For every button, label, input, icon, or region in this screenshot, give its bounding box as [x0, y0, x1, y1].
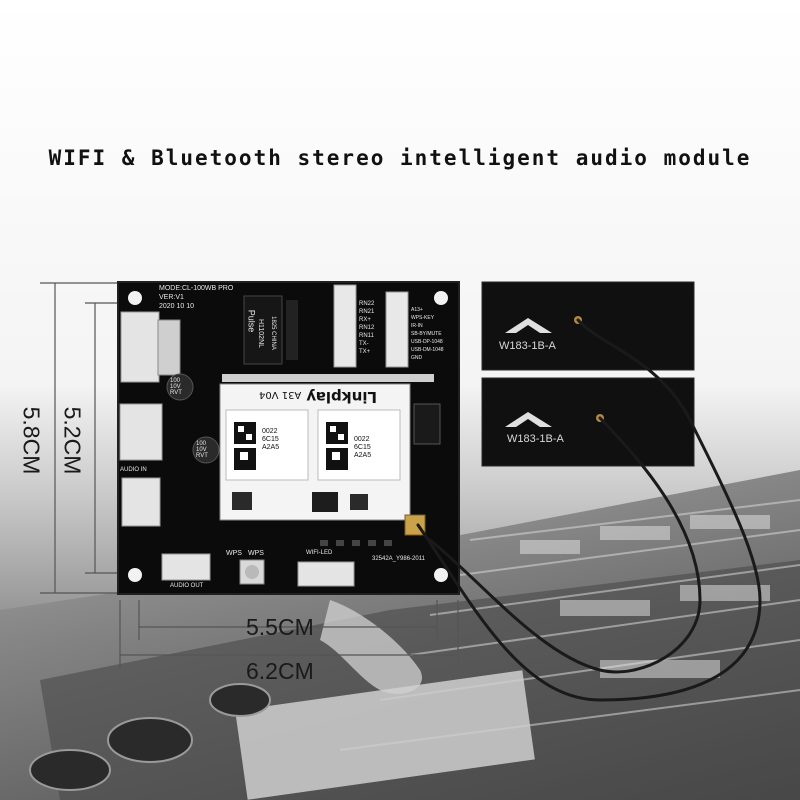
- port-labels: A13+ WPS-KEY IR-IN SB-BY/MUTE USB-DP-104…: [411, 306, 457, 362]
- antenna-label-2: W183-1B-A: [507, 433, 564, 445]
- dimension-width-outer: 6.2CM: [246, 658, 314, 684]
- pcb-version-line: VER:V1: [159, 294, 184, 301]
- cap-text-right: 100 10V RVT: [196, 441, 208, 459]
- header-label: RN11: [359, 333, 374, 339]
- audio-in-label: AUDIO IN: [120, 467, 147, 473]
- header-label: RX+: [359, 317, 371, 323]
- header-label: TX-: [359, 341, 369, 347]
- port-label: USB-DM-1048: [411, 347, 444, 353]
- header-label: TX+: [359, 349, 371, 355]
- pcb-date-line: 2020 10 10: [159, 303, 195, 310]
- connector-top-left: [120, 311, 181, 383]
- serial-label: 32542A_Y986-2011: [372, 556, 425, 562]
- header-label: RN22: [359, 301, 375, 307]
- antenna-label-1: W183-1B-A: [499, 340, 556, 352]
- wps-label-1: WPS: [226, 550, 242, 557]
- port-label: WPS-KEY: [411, 315, 435, 321]
- port-label: IR-IN: [411, 323, 423, 329]
- header-label: RN21: [359, 309, 375, 315]
- cap-text-left: 100 10V RVT: [170, 378, 182, 396]
- qr-text-left: 0022 6C15 A2A5: [262, 428, 280, 451]
- wps-label-2: WPS: [248, 550, 264, 557]
- port-label: SB-BY/MUTE: [411, 331, 442, 337]
- dimension-width-inner: 5.5CM: [246, 614, 314, 640]
- pcb-model-line: MODE:CL-100WB PRO: [159, 285, 234, 292]
- port-label: USB-DP-1048: [411, 339, 443, 345]
- qr-text-right: 0022 6C15 A2A5: [354, 436, 372, 459]
- headline: WIFI & Bluetooth stereo intelligent audi…: [48, 146, 752, 170]
- header-label: RN12: [359, 325, 375, 331]
- audio-out-label: AUDIO OUT: [170, 583, 204, 589]
- port-label: GND: [411, 355, 423, 361]
- header-labels: RN22 RN21 RX+ RN12 RN11 TX- TX+: [359, 300, 385, 356]
- port-label: A13+: [411, 307, 423, 313]
- wifi-led-label: WIFI-LED: [306, 550, 333, 556]
